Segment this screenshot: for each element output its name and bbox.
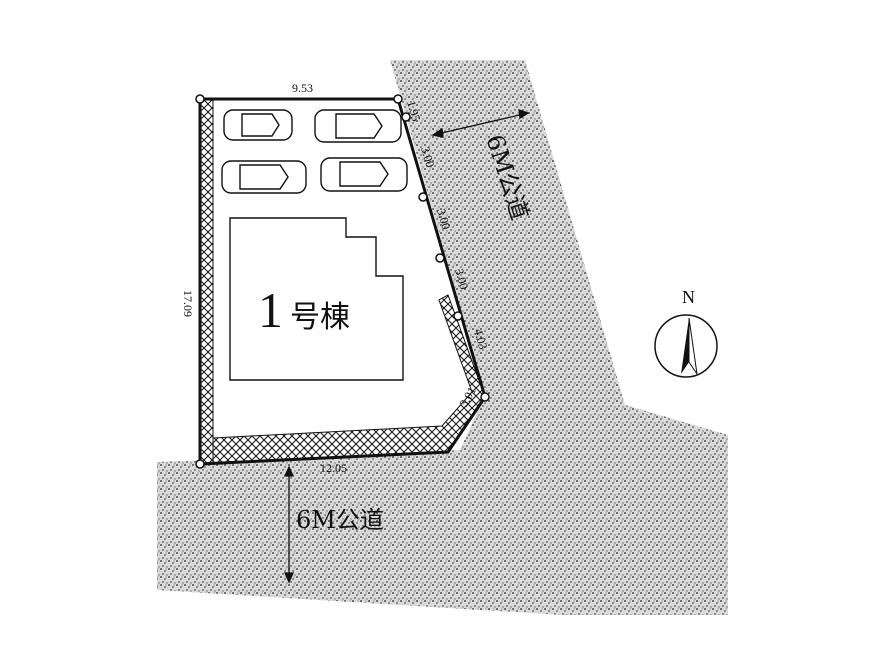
dimension-top: 9.53 [292,81,313,95]
dimension-east-2: 3.00 [418,145,437,169]
south-road-width-arrow [283,465,295,584]
dimension-east-4: 3.00 [452,267,471,291]
east-road [390,60,728,615]
east-road-width-arrow [431,109,530,138]
dimension-east-5: 4.03 [471,327,490,351]
dimension-east-3: 3.00 [434,207,453,231]
car-icon [223,109,293,141]
building-footprint [229,217,404,381]
lot-boundary [198,97,487,466]
dimension-left: 17.09 [181,290,195,317]
south-road [157,450,562,615]
north-label: N [682,287,695,307]
north-compass-icon [654,314,718,378]
dimension-east-1: 1.95 [404,99,423,123]
unit-label-number: 1 [258,282,283,338]
unit-label-text: 号棟 [290,300,350,335]
south-road-label: 6M公道 [296,506,384,534]
boundary-markers [195,94,490,469]
car-icon [221,160,307,194]
west-hatch-strip [199,99,214,464]
car-icon [314,109,402,143]
car-icon [320,157,408,192]
dimension-bottom: 12.05 [320,461,347,475]
parking-spaces [221,109,408,194]
